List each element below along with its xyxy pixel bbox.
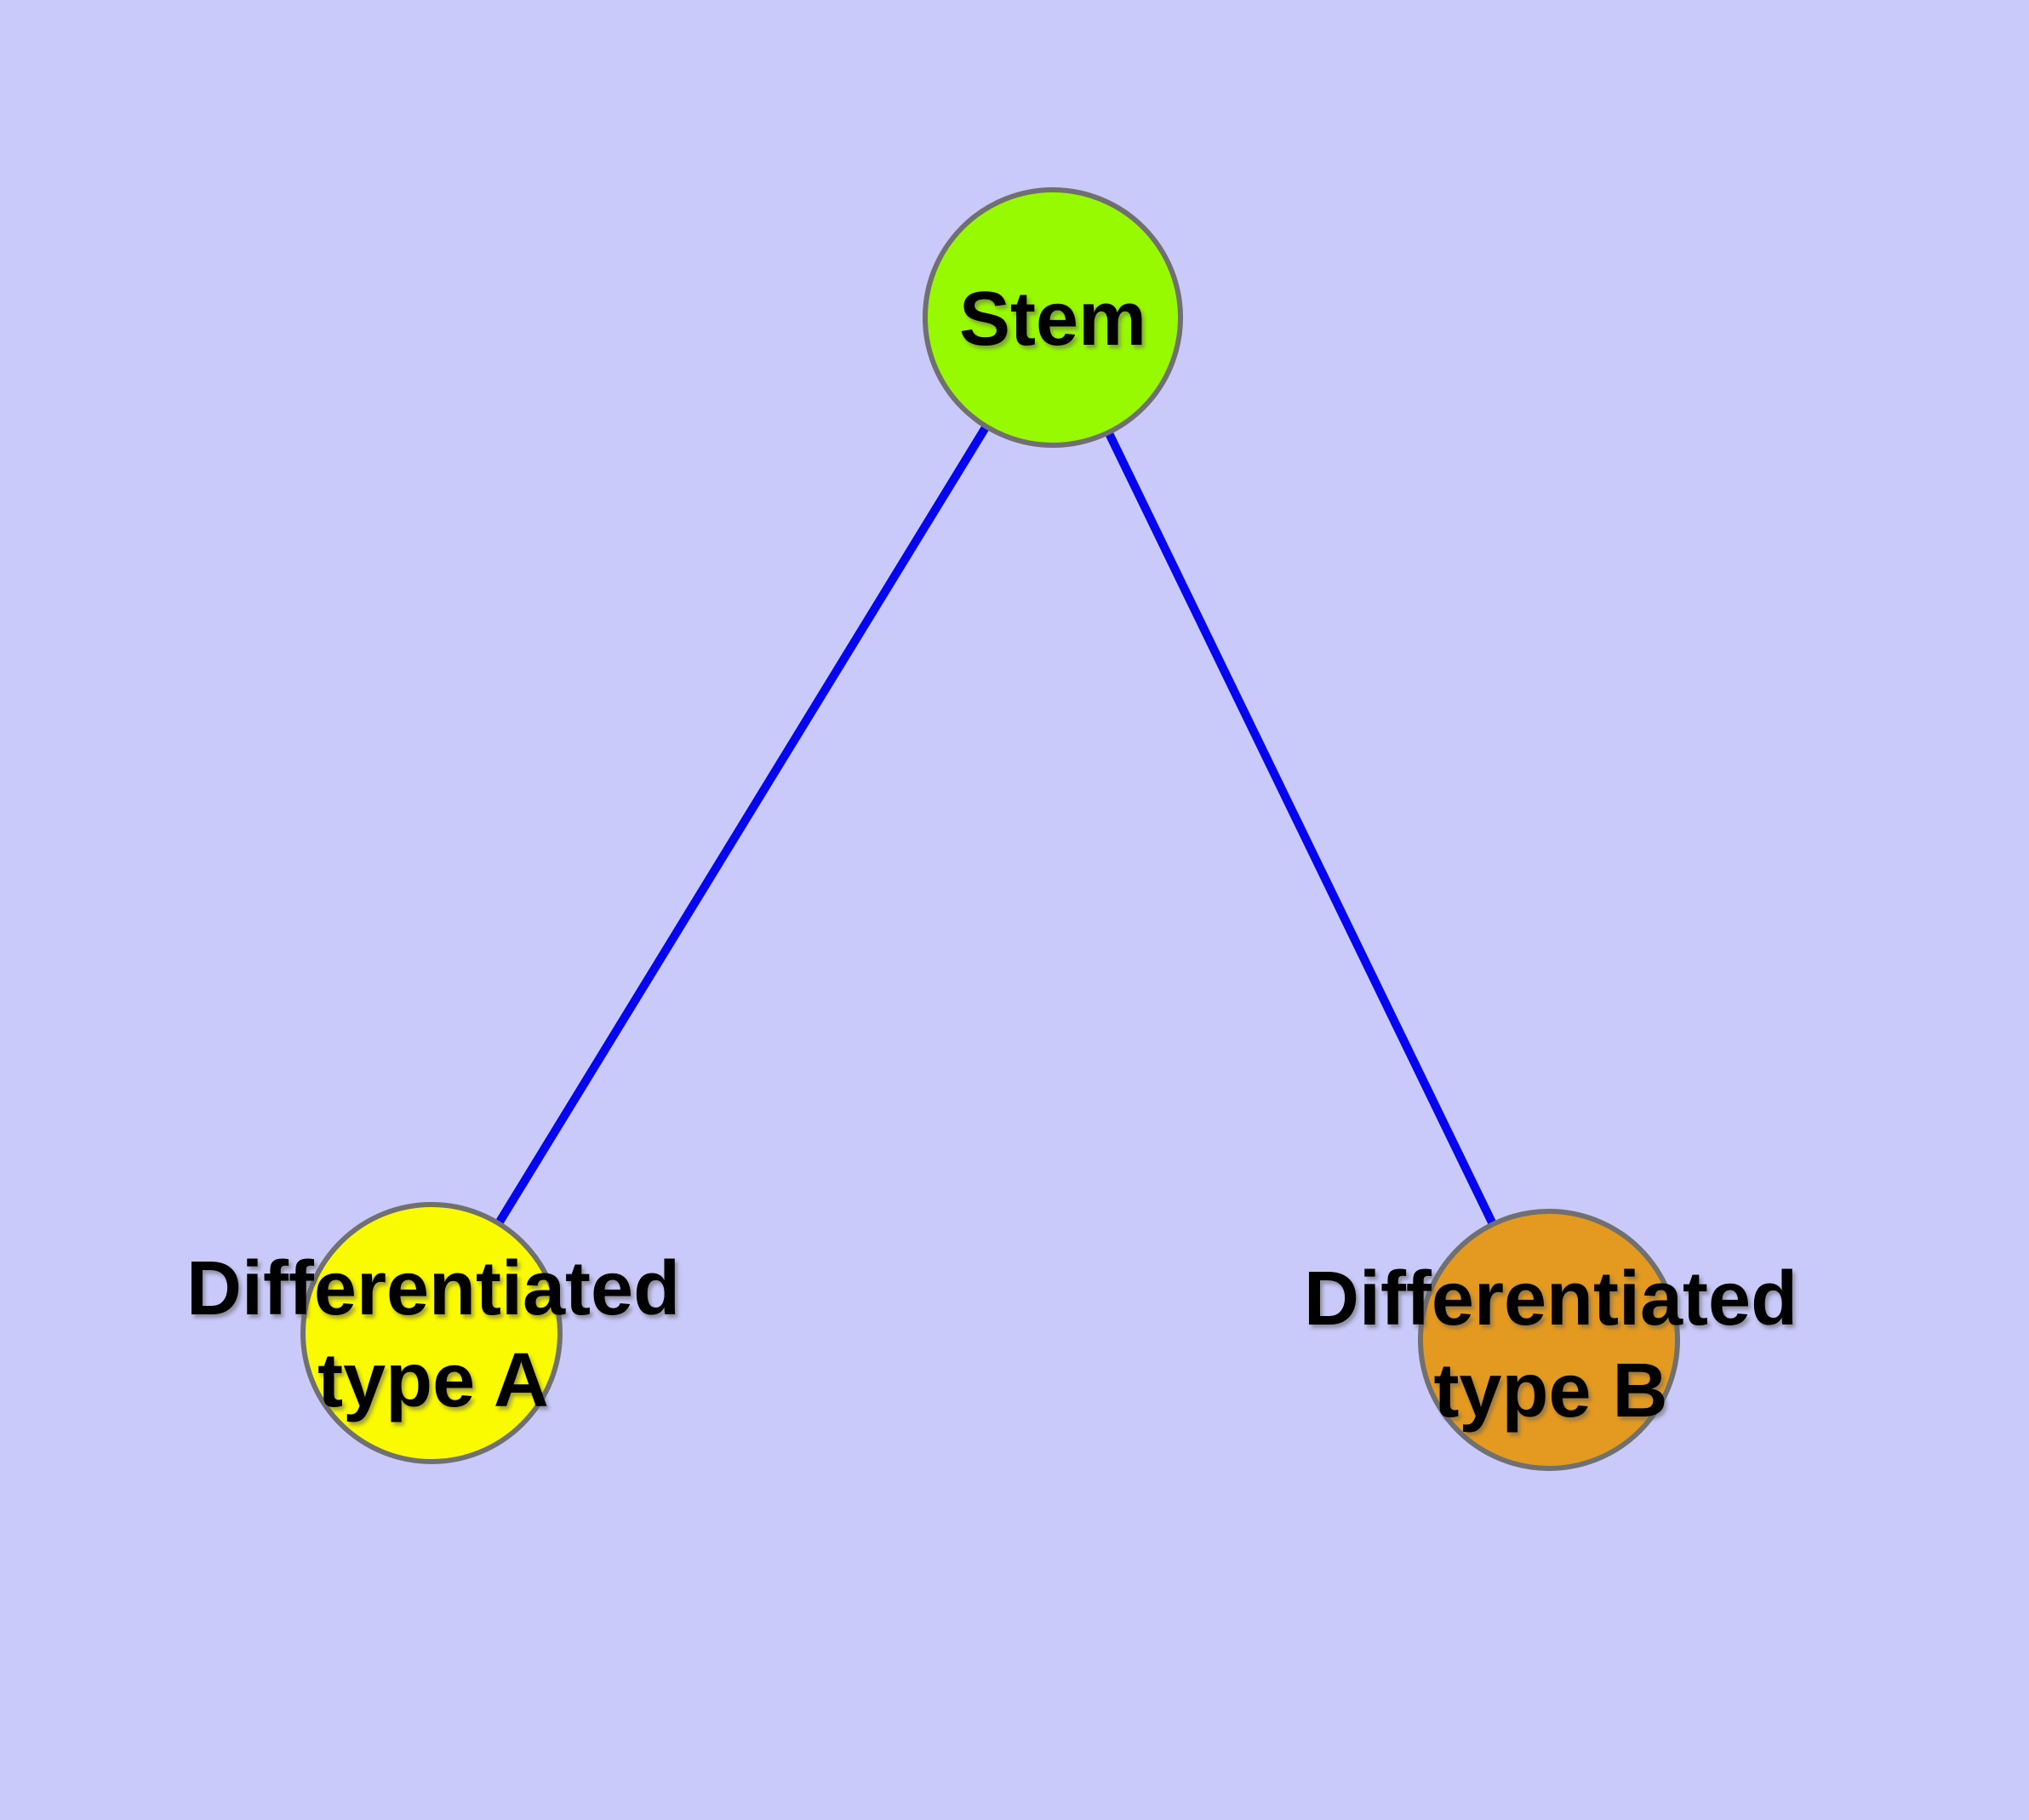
node-differentiated-type-a[interactable]: [300, 1202, 563, 1464]
edge-stem-to-type-a[interactable]: [427, 315, 1057, 1336]
node-differentiated-type-b[interactable]: [1418, 1209, 1680, 1471]
node-stem[interactable]: [923, 187, 1183, 448]
edge-stem-to-type-b[interactable]: [1049, 315, 1553, 1342]
